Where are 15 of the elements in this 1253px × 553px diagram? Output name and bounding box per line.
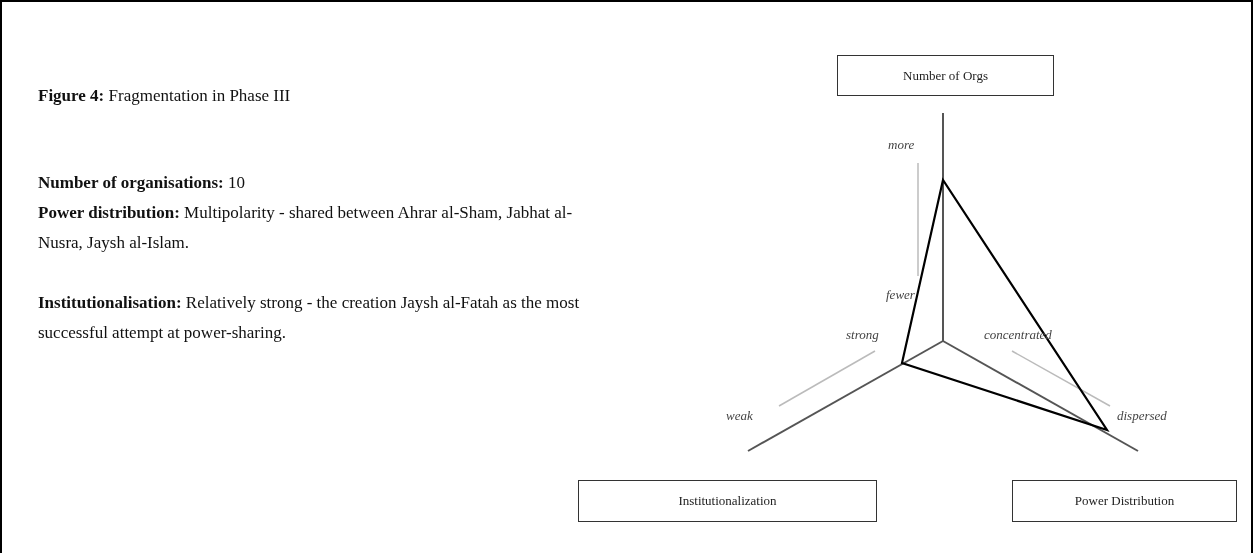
axis-end-label: fewer <box>886 287 915 303</box>
axis-title-box <box>1012 480 1237 522</box>
axis-title: Power Distribution <box>1074 493 1175 509</box>
description-paragraph: Number of organisations: 10 <box>38 172 246 194</box>
axis-end-label: weak <box>726 408 753 424</box>
axis-title: Number of Orgs <box>903 67 988 84</box>
axis-end-label: strong <box>846 327 879 343</box>
axis-end-label: dispersed <box>1117 408 1167 424</box>
axis-title-box <box>578 480 877 522</box>
figure-title: Figure 4: Fragmentation in Phase III <box>38 86 291 106</box>
axis-title: Institutionalization <box>678 493 777 509</box>
axis-title-box <box>837 55 1054 96</box>
description-paragraph: Institutionalisation: Relatively strong - the creation Jaysh al-Fatah as the most successful attempt at power-sharing. <box>38 292 581 344</box>
axis-end-label: more <box>888 137 915 153</box>
description-paragraph: Power distribution: Multipolarity - shared between Ahrar al-Sham, Jabhat al-Nusra, Jaysh al-Islam. <box>38 202 574 254</box>
